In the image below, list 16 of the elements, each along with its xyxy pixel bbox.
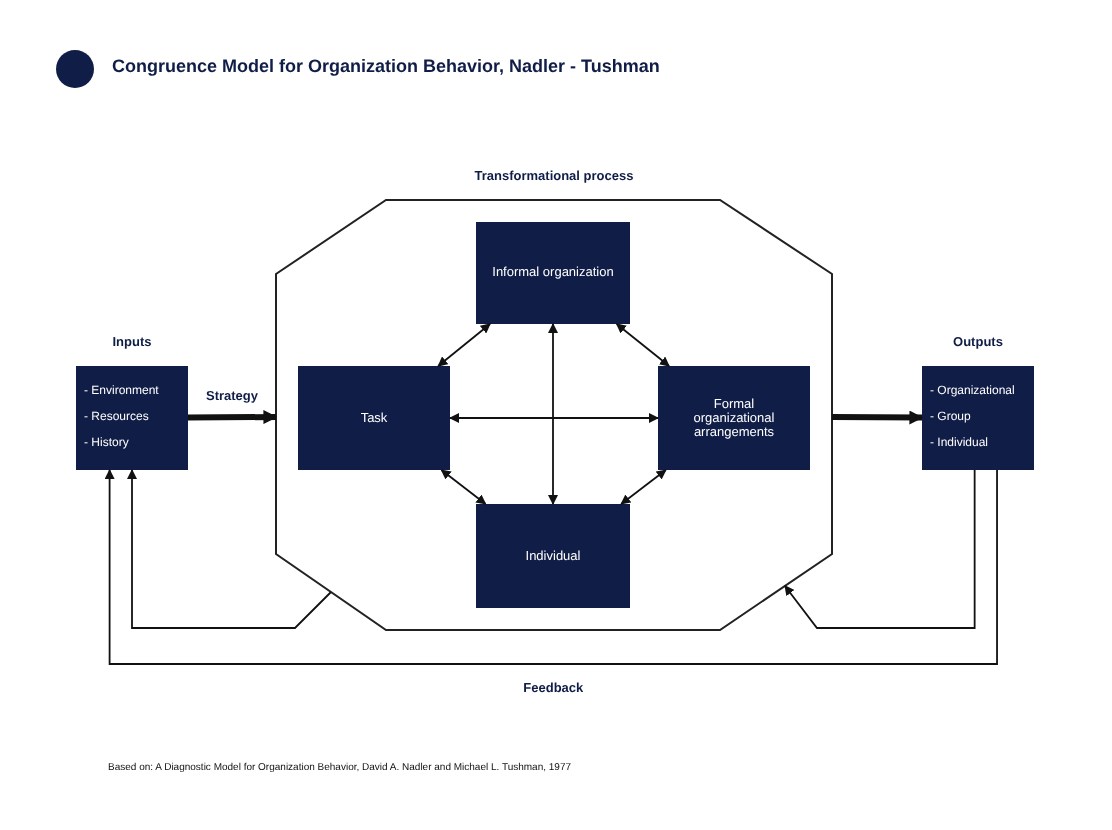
arrow bbox=[127, 469, 332, 629]
process-box bbox=[298, 366, 450, 470]
process-box bbox=[476, 504, 630, 608]
title: Congruence Model for Organization Behavior, Nadler - Tushman bbox=[112, 56, 660, 76]
arrow bbox=[437, 323, 491, 367]
arrow bbox=[440, 469, 487, 505]
arrow bbox=[620, 469, 667, 505]
arrow bbox=[548, 323, 558, 505]
process-box bbox=[658, 366, 810, 470]
arrow bbox=[831, 410, 924, 425]
arrow bbox=[784, 469, 976, 629]
arrow bbox=[104, 469, 998, 665]
arrow bbox=[187, 410, 278, 425]
arrow bbox=[449, 413, 659, 423]
process-box bbox=[476, 222, 630, 324]
arrow bbox=[615, 323, 670, 367]
